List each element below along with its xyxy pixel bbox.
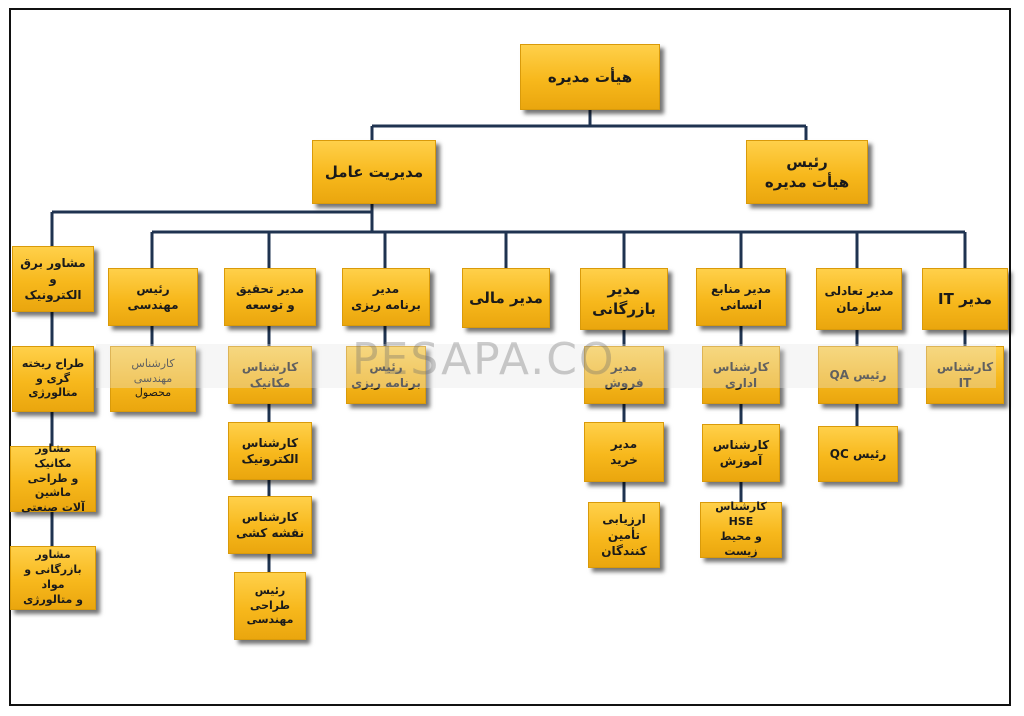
diagram-frame [9,8,1011,706]
node-elec-advisor: مشاور برق و الکترونیک [12,246,94,312]
node-casting-designer: طراح ریخته گری و متالورژی [12,346,94,412]
node-chairman: رئیس هیأت مدیره [746,140,868,204]
node-ceo: مدیریت عامل [312,140,436,204]
node-it-manager: مدیر IT [922,268,1008,330]
node-board: هیأت مدیره [520,44,660,110]
node-drafting-expert: کارشناس نقشه کشی [228,496,312,554]
node-hse-expert: کارشناس HSE و محیط زیست [700,500,782,558]
node-planning-manager: مدیر برنامه ریزی [342,268,430,326]
node-qa-head: رئیس QA [818,346,898,404]
node-supplier-eval: ارزیابی تأمین کنندگان [588,502,660,568]
node-commerce-manager: مدیر بازرگانی [580,268,668,330]
node-mech-expert: کارشناس مکانیک [228,346,312,404]
node-mech-advisor: مشاور مکانیک و طراحی ماشین آلات صنعتی [10,442,96,514]
node-purchase-manager: مدیر خرید [584,422,664,482]
watermark: PESAPA.CO [352,334,616,385]
node-commerce-advisor: مشاور بازرگانی و مواد و متالورژی [10,546,96,610]
node-design-eng-head: رئیس طراحی مهندسی [234,572,306,640]
node-sales-manager: مدیر فروش [584,346,664,404]
node-org-manager: مدیر تعادلی سازمان [816,268,902,330]
watermark-band [96,344,996,388]
node-training-expert: کارشناس آموزش [702,424,780,482]
node-finance-manager: مدیر مالی [462,268,550,328]
node-product-eng-expert: کارشناس مهندسی محصول [110,346,196,412]
node-admin-expert: کارشناس اداری [702,346,780,404]
node-planning-head: رئیس برنامه ریزی [346,346,426,404]
node-rnd-manager: مدیر تحقیق و توسعه [224,268,316,326]
node-elec-expert: کارشناس الکترونیک [228,422,312,480]
node-eng-head: رئیس مهندسی [108,268,198,326]
node-hr-manager: مدیر منابع انسانی [696,268,786,326]
node-qc-head: رئیس QC [818,426,898,482]
node-it-expert: کارشناس IT [926,346,1004,404]
